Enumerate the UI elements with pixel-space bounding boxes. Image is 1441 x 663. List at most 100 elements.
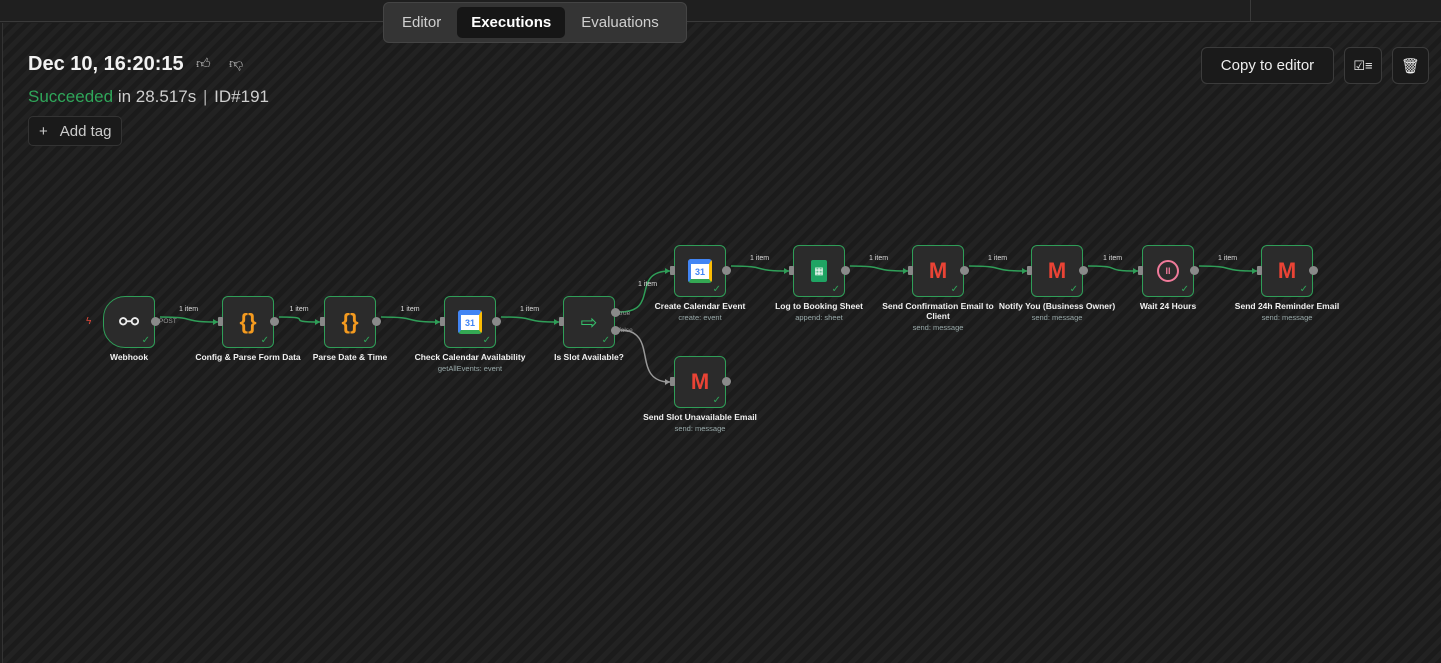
- copy-to-editor-button[interactable]: Copy to editor: [1201, 47, 1334, 84]
- output-port[interactable]: [1079, 266, 1088, 275]
- edge-item-count: 1 item: [289, 306, 309, 313]
- edge-log-confirm: [849, 265, 909, 272]
- edge-webhook-config: [159, 316, 219, 323]
- node-label: Webhook: [69, 352, 189, 362]
- divider: [1250, 0, 1251, 22]
- input-port[interactable]: [218, 317, 223, 326]
- edge-confirm-notify: [968, 265, 1028, 272]
- gmail-icon: M: [928, 258, 948, 283]
- node-ifslot[interactable]: ⇨✓: [563, 296, 615, 348]
- node-parse[interactable]: {}✓: [324, 296, 376, 348]
- node-wait[interactable]: II✓: [1142, 245, 1194, 297]
- code-icon: {}: [239, 309, 257, 334]
- input-port[interactable]: [789, 266, 794, 275]
- input-port[interactable]: [559, 317, 564, 326]
- input-port[interactable]: [908, 266, 913, 275]
- node-notify[interactable]: M✓: [1031, 245, 1083, 297]
- node-config[interactable]: {}✓: [222, 296, 274, 348]
- view-tabs: Editor Executions Evaluations: [383, 2, 687, 43]
- node-title: Check Calendar Availability: [414, 352, 526, 362]
- edge-arrow: [665, 268, 670, 274]
- node-check[interactable]: 31✓: [444, 296, 496, 348]
- input-port[interactable]: [670, 266, 675, 275]
- node-title: Parse Date & Time: [312, 352, 388, 362]
- edge-arrow: [1133, 268, 1138, 274]
- edge-item-count: 1 item: [400, 306, 420, 313]
- node-title: Is Slot Available?: [554, 352, 624, 362]
- edge-arrow: [665, 379, 670, 385]
- edge-item-count: 1 item: [869, 255, 889, 262]
- trigger-bolt-icon: ϟ: [86, 316, 92, 327]
- edge-check-ifslot: [500, 316, 560, 323]
- output-port[interactable]: [960, 266, 969, 275]
- output-port[interactable]: [1309, 266, 1318, 275]
- thumbs-down-icon[interactable]: 👎︎: [229, 55, 244, 71]
- success-check-icon: ✓: [831, 284, 840, 295]
- port-label: false: [619, 327, 633, 334]
- edge-wait-reminder: [1198, 265, 1258, 272]
- edge-arrow: [554, 319, 559, 325]
- add-tag-button[interactable]: + Add tag: [28, 116, 123, 146]
- output-port[interactable]: [722, 377, 731, 386]
- input-port[interactable]: [440, 317, 445, 326]
- success-check-icon: ✓: [482, 335, 491, 346]
- node-label: Wait 24 Hours: [1108, 301, 1228, 311]
- node-confirm[interactable]: M✓: [912, 245, 964, 297]
- output-port[interactable]: [492, 317, 501, 326]
- input-port[interactable]: [1027, 266, 1032, 275]
- node-webhook[interactable]: ⚯✓: [103, 296, 155, 348]
- output-port[interactable]: [611, 326, 620, 335]
- edge-config-parse: [278, 316, 321, 323]
- success-check-icon: ✓: [950, 284, 959, 295]
- node-title: Log to Booking Sheet: [775, 301, 863, 311]
- output-port[interactable]: [611, 308, 620, 317]
- checklist-button[interactable]: ☑≡: [1344, 47, 1382, 84]
- node-subtitle: send: message: [1261, 313, 1313, 322]
- success-check-icon: ✓: [1069, 284, 1078, 295]
- trash-icon: 🗑︎: [1400, 57, 1421, 75]
- output-port[interactable]: [722, 266, 731, 275]
- tab-editor[interactable]: Editor: [402, 14, 442, 31]
- input-port[interactable]: [320, 317, 325, 326]
- edge-parse-check: [380, 316, 441, 323]
- output-port[interactable]: [270, 317, 279, 326]
- tab-executions[interactable]: Executions: [457, 7, 566, 38]
- separator: |: [203, 87, 208, 106]
- edge-create-log: [730, 265, 790, 272]
- execution-status: Succeeded in 28.517s | ID#191: [28, 87, 269, 107]
- node-title: Webhook: [109, 352, 149, 362]
- success-check-icon: ✓: [1299, 284, 1308, 295]
- thumbs-up-icon[interactable]: 👍︎: [196, 55, 211, 71]
- output-port[interactable]: [372, 317, 381, 326]
- edge-item-count: 1 item: [988, 255, 1008, 262]
- node-subtitle: send: message: [674, 424, 726, 433]
- success-check-icon: ✓: [362, 335, 371, 346]
- node-reminder[interactable]: M✓: [1261, 245, 1313, 297]
- edge-arrow: [315, 319, 320, 325]
- node-create[interactable]: 31✓: [674, 245, 726, 297]
- node-title: Send Confirmation Email to Client: [882, 301, 994, 321]
- gmail-icon: M: [1277, 258, 1297, 283]
- edge-item-count: 1 item: [520, 306, 540, 313]
- delete-button[interactable]: 🗑︎: [1392, 47, 1429, 84]
- gmail-icon: M: [690, 369, 710, 394]
- google-sheets-icon: ▦: [811, 260, 827, 282]
- output-port[interactable]: [841, 266, 850, 275]
- node-unavail[interactable]: M✓: [674, 356, 726, 408]
- tab-evaluations[interactable]: Evaluations: [581, 14, 659, 31]
- input-port[interactable]: [670, 377, 675, 386]
- edge-item-count: 1 item: [1103, 255, 1123, 262]
- output-port[interactable]: [1190, 266, 1199, 275]
- input-port[interactable]: [1138, 266, 1143, 275]
- edge-arrow: [435, 319, 440, 325]
- output-port[interactable]: [151, 317, 160, 326]
- edge-item-count: 1 item: [1218, 255, 1238, 262]
- node-log[interactable]: ▦✓: [793, 245, 845, 297]
- input-port[interactable]: [1257, 266, 1262, 275]
- node-subtitle: create: event: [678, 313, 722, 322]
- node-subtitle: getAllEvents: event: [437, 364, 503, 373]
